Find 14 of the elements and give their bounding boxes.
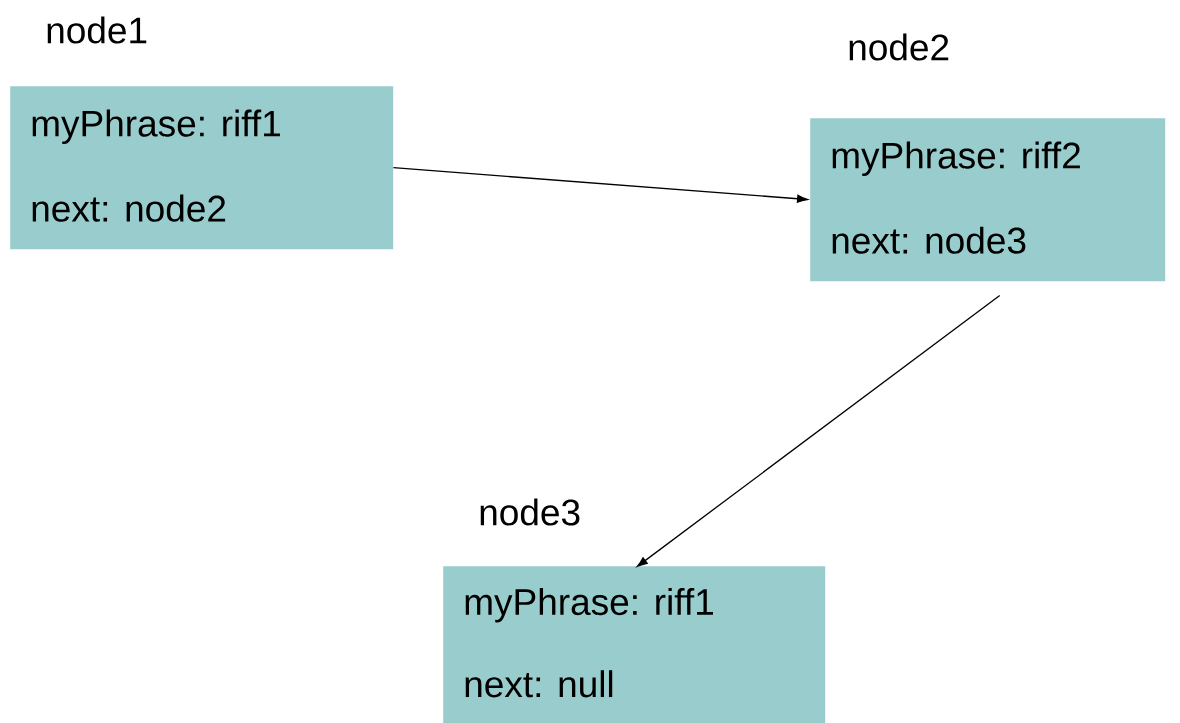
field-text: next: node2 bbox=[32, 194, 226, 222]
field-text: myPhrase: riff1 bbox=[465, 587, 713, 623]
arrow bbox=[636, 294, 1001, 567]
node-heading: node1 bbox=[47, 16, 147, 44]
node-heading: node3 bbox=[480, 498, 580, 526]
node-box bbox=[10, 16, 394, 250]
node-heading: node2 bbox=[849, 33, 949, 61]
field-text: next: node3 bbox=[832, 226, 1026, 254]
node-box bbox=[443, 498, 826, 723]
field-text: next: null bbox=[465, 670, 613, 698]
node-box bbox=[810, 33, 1166, 282]
arrow bbox=[392, 167, 808, 203]
field-text: myPhrase: riff2 bbox=[832, 141, 1080, 177]
field-text: myPhrase: riff1 bbox=[32, 109, 280, 145]
